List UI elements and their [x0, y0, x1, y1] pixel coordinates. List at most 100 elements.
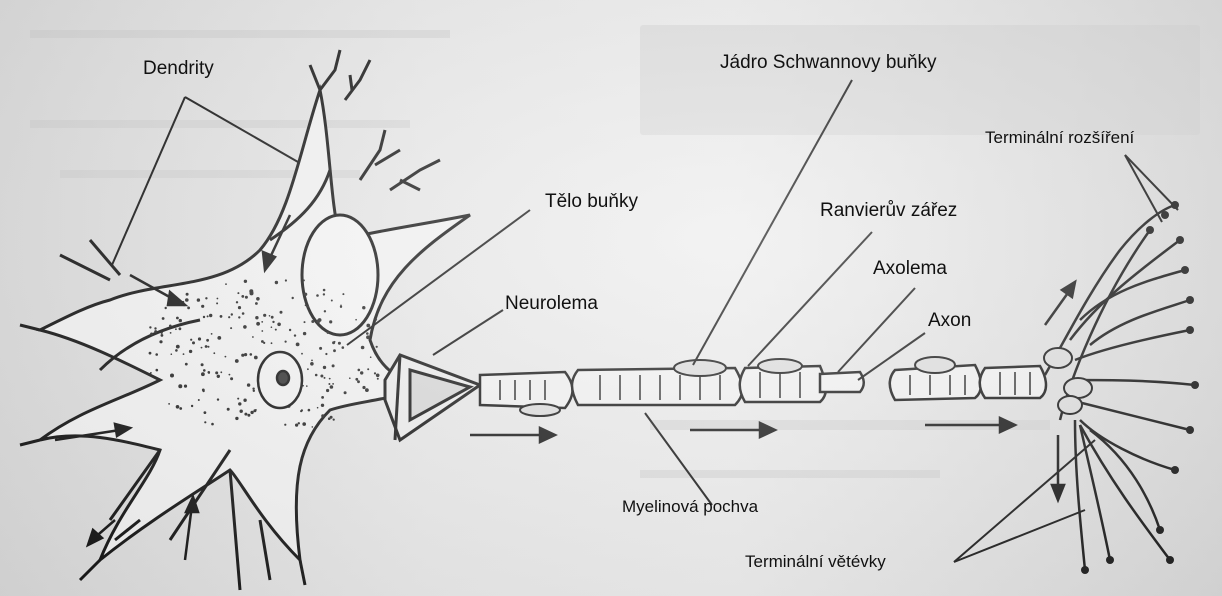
cytoplasm-dot — [176, 317, 179, 320]
cytoplasm-dot — [211, 333, 213, 335]
cytoplasm-dot — [307, 306, 309, 308]
cytoplasm-dot — [175, 349, 178, 352]
cytoplasm-dot — [355, 378, 358, 381]
cytoplasm-dot — [362, 306, 365, 309]
cytoplasm-dot — [201, 305, 204, 308]
cytoplasm-dot — [321, 404, 324, 407]
cytoplasm-dot — [236, 301, 238, 303]
cytoplasm-dot — [238, 306, 241, 309]
cytoplasm-dot — [238, 316, 240, 318]
cytoplasm-dot — [228, 316, 230, 318]
cytoplasm-dot — [197, 298, 200, 301]
cytoplasm-dot — [332, 364, 335, 367]
cytoplasm-dot — [229, 374, 231, 376]
cytoplasm-dot — [235, 359, 239, 363]
cytoplasm-dot — [217, 298, 219, 300]
cell-body — [40, 90, 470, 560]
cytoplasm-dot — [285, 341, 287, 343]
cytoplasm-dot — [333, 349, 336, 352]
cytoplasm-dot — [366, 335, 370, 339]
cytoplasm-dot — [149, 352, 152, 355]
cytoplasm-dot — [331, 300, 333, 302]
cytoplasm-dot — [191, 405, 193, 407]
cytoplasm-dot — [280, 311, 283, 314]
cytoplasm-dot — [244, 280, 247, 283]
cytoplasm-dot — [255, 409, 257, 411]
cytoplasm-dot — [206, 339, 209, 342]
cytoplasm-dot — [171, 353, 173, 355]
label-terminalni-rozsireni: Terminální rozšíření — [985, 128, 1134, 148]
cytoplasm-dot — [316, 294, 319, 297]
cytoplasm-dot — [175, 328, 177, 330]
cytoplasm-dot — [376, 374, 380, 378]
cytoplasm-dot — [252, 336, 254, 338]
cytoplasm-dot — [284, 424, 286, 426]
cytoplasm-dot — [238, 402, 241, 405]
cytoplasm-dot — [320, 375, 323, 378]
cytoplasm-dot — [366, 332, 369, 335]
cytoplasm-dot — [360, 371, 363, 374]
cytoplasm-dot — [366, 324, 370, 328]
cytoplasm-dot — [209, 314, 212, 317]
cytoplasm-dot — [317, 407, 319, 409]
cytoplasm-dot — [170, 332, 172, 334]
axon-hillock — [385, 355, 480, 440]
cytoplasm-dot — [220, 371, 222, 373]
cytoplasm-dot — [178, 384, 182, 388]
cytoplasm-dot — [300, 410, 302, 412]
cytoplasm-dot — [329, 320, 332, 323]
cytoplasm-dot — [338, 342, 341, 345]
cytoplasm-dot — [241, 295, 244, 298]
cytoplasm-dot — [254, 356, 258, 360]
cytoplasm-dot — [203, 369, 206, 372]
cytoplasm-dot — [176, 405, 180, 409]
cytoplasm-dot — [198, 399, 200, 401]
cytoplasm-dot — [332, 341, 335, 344]
cytoplasm-dot — [277, 323, 281, 327]
cytoplasm-dot — [217, 398, 219, 400]
cytoplasm-dot — [306, 385, 308, 387]
cytoplasm-dot — [292, 297, 294, 299]
cytoplasm-dot — [304, 321, 306, 323]
cytoplasm-dot — [342, 293, 344, 295]
cytoplasm-dot — [325, 353, 327, 355]
cytoplasm-dot — [227, 408, 230, 411]
cytoplasm-dot — [311, 360, 313, 362]
cytoplasm-dot — [204, 421, 206, 423]
cytoplasm-dot — [362, 386, 365, 389]
cytoplasm-dot — [149, 326, 151, 328]
cytoplasm-dot — [216, 302, 218, 304]
cytoplasm-dot — [165, 307, 167, 309]
cytoplasm-dot — [162, 317, 165, 320]
cytoplasm-dot — [307, 368, 309, 370]
cytoplasm-dot — [225, 283, 227, 285]
cytoplasm-dot — [155, 353, 158, 356]
cytoplasm-dot — [215, 371, 218, 374]
cytoplasm-dot — [208, 372, 210, 374]
cytoplasm-dot — [186, 293, 189, 296]
cytoplasm-dot — [374, 372, 376, 374]
cytoplasm-dot — [329, 378, 331, 380]
cytoplasm-dot — [285, 279, 287, 281]
cytoplasm-dot — [150, 372, 152, 374]
cytoplasm-dot — [230, 327, 232, 329]
label-axolema: Axolema — [873, 258, 947, 280]
cytoplasm-dot — [301, 353, 303, 355]
cytoplasm-dot — [201, 347, 203, 349]
cytoplasm-dot — [358, 369, 361, 372]
label-jadro-schwannovy-bunky: Jádro Schwannovy buňky — [720, 52, 937, 74]
cytoplasm-dot — [247, 383, 250, 386]
cytoplasm-dot — [323, 289, 326, 292]
cytoplasm-dot — [150, 333, 153, 336]
label-telo-bunky: Tělo buňky — [545, 191, 638, 213]
cytoplasm-dot — [377, 378, 379, 380]
cytoplasm-dot — [217, 336, 221, 340]
cytoplasm-dot — [161, 334, 164, 337]
cytoplasm-dot — [255, 316, 258, 319]
cytoplasm-dot — [340, 306, 342, 308]
cytoplasm-dot — [225, 356, 227, 358]
cytoplasm-dot — [203, 316, 205, 318]
cytoplasm-dot — [242, 312, 245, 315]
